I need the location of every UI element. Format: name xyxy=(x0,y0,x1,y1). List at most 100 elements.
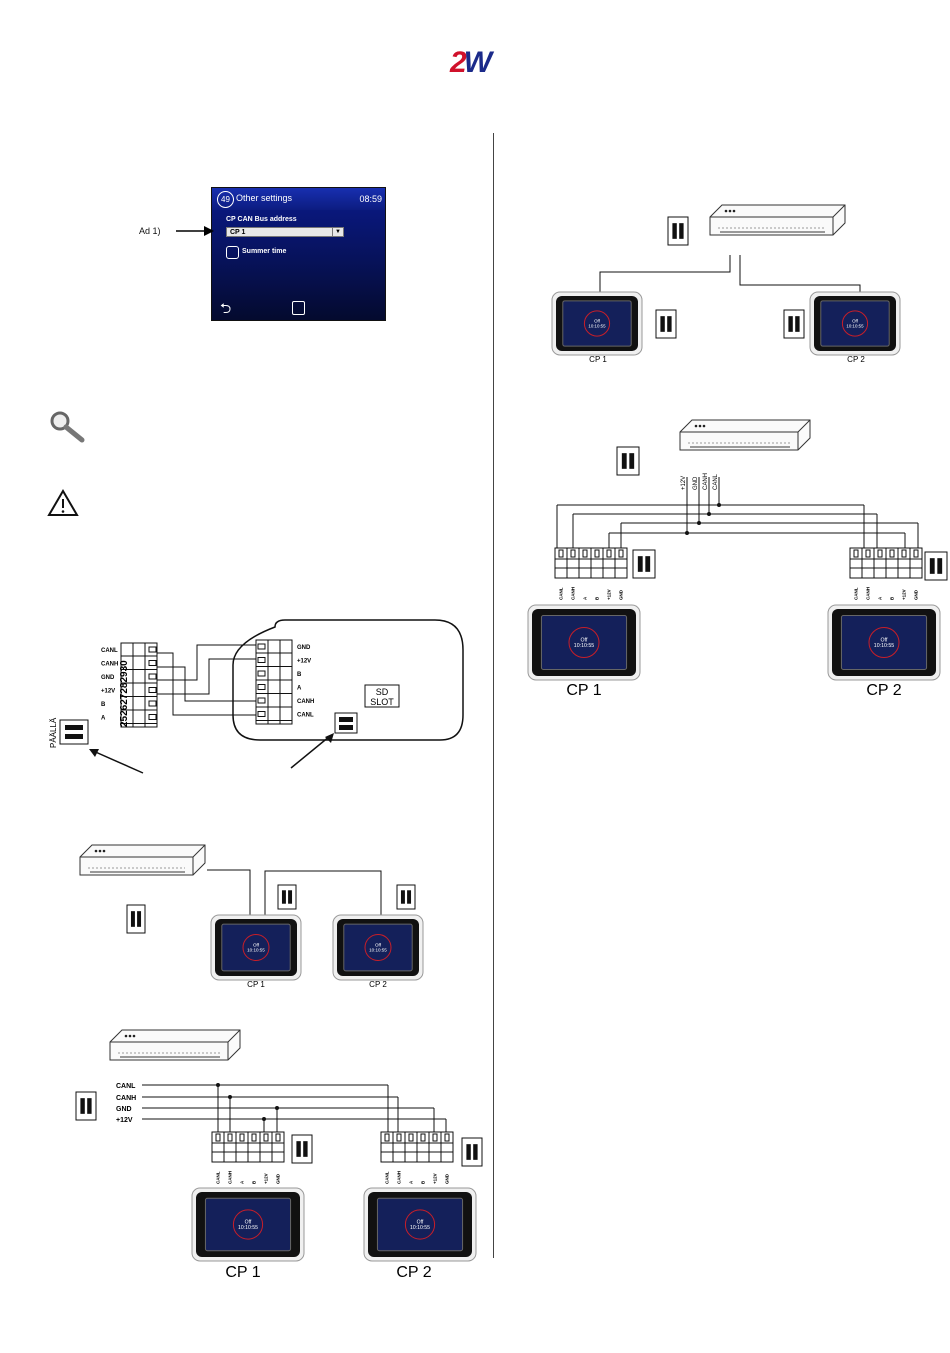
terminal-label: CANL xyxy=(101,648,118,654)
cp1-label: CP 1 xyxy=(589,355,607,364)
dip-switch-label: PÄÄLLÄ xyxy=(49,717,58,748)
panel-terminal-label: CANL xyxy=(559,587,564,600)
magnifier-icon xyxy=(50,411,85,443)
home-icon[interactable] xyxy=(292,301,305,315)
annotation-label: Ad 1) xyxy=(139,226,161,236)
dip-switch xyxy=(924,551,948,581)
panel-time: 10:10:55 xyxy=(369,948,387,953)
terminal-screw xyxy=(148,687,157,693)
annotation-arrow xyxy=(176,226,214,236)
terminal-label: CANL xyxy=(297,713,314,719)
terminal-label: CANH xyxy=(297,699,314,705)
dip-switch xyxy=(461,1137,483,1167)
terminal-label: A xyxy=(101,716,106,722)
panel-terminal-label: GND xyxy=(619,589,624,600)
dip-switch xyxy=(396,884,416,910)
terminal-screw xyxy=(148,714,157,720)
panel-terminal-label: CANL xyxy=(216,1171,221,1184)
settings-screen: 49 Other settings 08:59 CP CAN Bus addre… xyxy=(211,187,386,321)
dip-switch xyxy=(616,446,640,476)
dip-switch xyxy=(667,216,689,246)
indoor-unit xyxy=(709,204,846,236)
back-icon[interactable]: ⮌ xyxy=(220,300,232,316)
terminal-label: A xyxy=(297,686,302,692)
panel-terminal-label: CANL xyxy=(385,1171,390,1184)
panel-status: Off xyxy=(594,319,601,324)
right-terminal-block xyxy=(255,639,293,725)
cp1-label: CP 1 xyxy=(566,682,601,699)
terminal-screw xyxy=(148,646,157,653)
panel-terminal-label: B xyxy=(252,1180,257,1184)
screen-header xyxy=(212,188,385,210)
summer-time-label: Summer time xyxy=(242,248,287,255)
bus-label: CANH xyxy=(116,1095,136,1102)
terminal-label: +12V xyxy=(297,659,311,665)
terminal-numbers: 252627282930 xyxy=(119,660,130,727)
panel-terminal-label: GND xyxy=(445,1173,450,1184)
panel-time: 10:10:55 xyxy=(588,323,606,328)
dip-switch xyxy=(277,884,297,910)
dip-switch xyxy=(75,1091,97,1121)
column-divider xyxy=(493,133,494,1258)
cp2-label: CP 2 xyxy=(369,980,387,989)
cp2-label: CP 2 xyxy=(866,682,901,699)
dip-switch xyxy=(783,309,805,339)
terminal-screw xyxy=(257,670,266,677)
panel-terminal-label: CANH xyxy=(571,587,576,600)
bus-label: GND xyxy=(693,476,699,490)
panel-terminal-label: CANH xyxy=(397,1171,402,1184)
panel-time: 10:10:55 xyxy=(238,1225,258,1231)
bus-label: +12V xyxy=(116,1117,133,1124)
dip-switch xyxy=(632,549,656,579)
cp1-label: CP 1 xyxy=(225,1264,260,1281)
panel-terminal-label: A xyxy=(240,1180,245,1184)
dip-switch xyxy=(126,904,146,934)
panel-terminal-label: +12V xyxy=(607,589,612,600)
terminal-screw xyxy=(257,711,266,717)
panel-status: Off xyxy=(881,637,888,643)
indoor-unit xyxy=(679,419,811,451)
cp2-label: CP 2 xyxy=(847,355,865,364)
panel-terminal-label: A xyxy=(583,596,588,600)
panel-status: Off xyxy=(245,1219,252,1225)
panel-terminal-label: B xyxy=(890,596,895,600)
topology-diagram-4: +12V GND CANH CANL CANL CANH A B +12V GND CANL CA… xyxy=(527,419,948,699)
terminal-label: B xyxy=(297,672,302,678)
panel-terminal-label: CANL xyxy=(854,587,859,600)
bus-label: +12V xyxy=(681,476,687,490)
panel-terminal-label: CANH xyxy=(228,1171,233,1184)
terminal-label: +12V xyxy=(101,689,115,695)
panel-status: Off xyxy=(253,943,260,948)
bus-label: GND xyxy=(116,1106,132,1113)
panel-terminal-label: CANH xyxy=(866,587,871,600)
terminal-screw xyxy=(257,697,266,704)
chevron-down-icon[interactable]: ▼ xyxy=(332,228,343,236)
terminal-label: B xyxy=(101,702,106,708)
terminal-screw xyxy=(148,660,157,666)
terminal-label: CANH xyxy=(101,662,118,668)
summer-time-checkbox[interactable] xyxy=(226,246,239,259)
controller-board-outline xyxy=(232,619,464,741)
bus-label: CANH xyxy=(703,473,709,490)
panel-status: Off xyxy=(581,637,588,643)
panel-status: Off xyxy=(417,1219,424,1225)
terminal-label: GND xyxy=(101,675,115,681)
panel-terminal-label: GND xyxy=(914,589,919,600)
can-address-label: CP CAN Bus address xyxy=(226,216,297,223)
brand-logo: 2W xyxy=(450,46,492,79)
panel-terminal-label: A xyxy=(409,1180,414,1184)
cp1-label: CP 1 xyxy=(247,980,265,989)
sd-slot-label: SD xyxy=(376,687,389,697)
can-address-select[interactable]: CP 1▼ xyxy=(226,227,344,237)
sd-slot xyxy=(364,684,400,708)
bus-label: CANL xyxy=(713,473,719,490)
screen-clock: 08:59 xyxy=(359,194,382,204)
panel-terminal-label: A xyxy=(878,596,883,600)
bus-label: CANL xyxy=(116,1083,136,1090)
left-dip-switch xyxy=(59,719,89,745)
warning-icon xyxy=(47,489,79,516)
